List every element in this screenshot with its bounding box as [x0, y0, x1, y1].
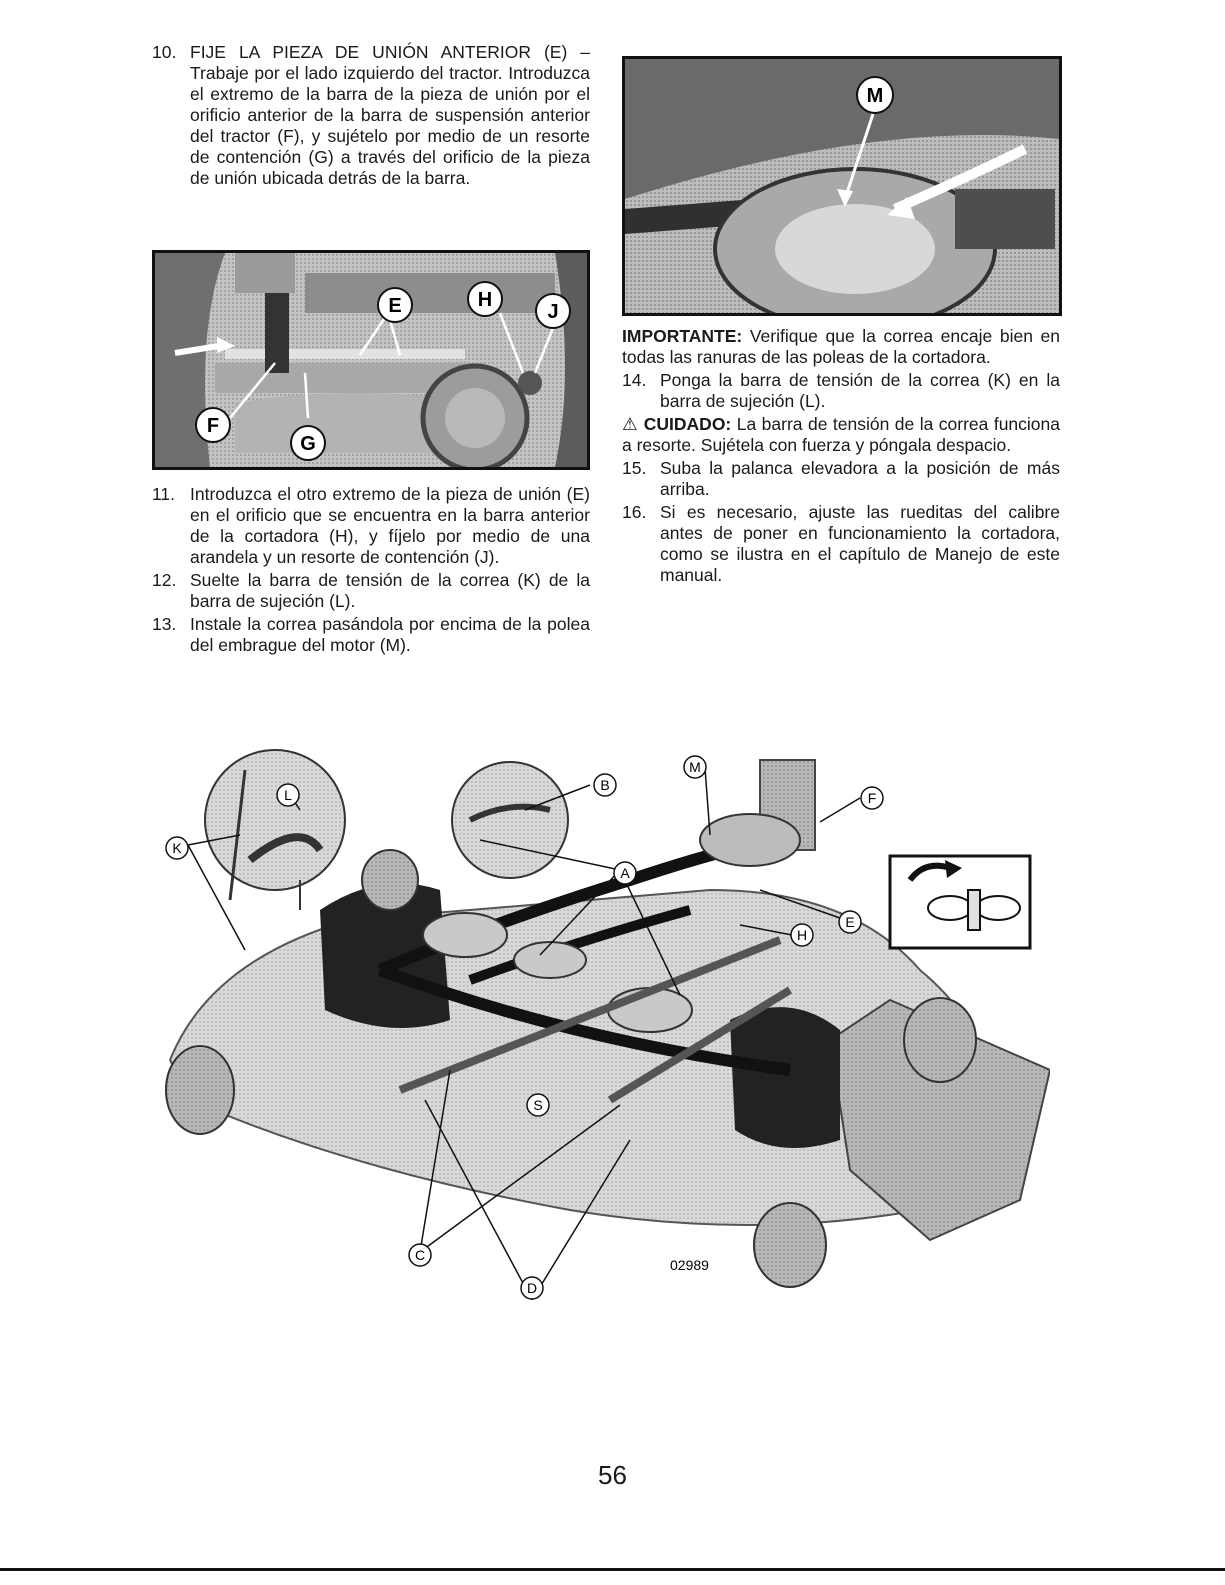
step-12: 12.Suelte la barra de tensión de la corr…	[152, 570, 590, 611]
figure-number: 02989	[670, 1257, 709, 1273]
svg-text:H: H	[797, 927, 807, 943]
svg-text:E: E	[388, 295, 401, 317]
step-10: 10.FIJE LA PIEZA DE UNIÓN ANTERIOR (E) –…	[152, 42, 590, 188]
diagram-callout-s: S	[526, 1093, 550, 1117]
page-number: 56	[598, 1460, 627, 1490]
svg-text:F: F	[207, 415, 219, 437]
photo-front-link-installation: E H J F G	[152, 250, 590, 470]
step-14: 14.Ponga la barra de tensión de la corre…	[622, 370, 1060, 411]
step-15: 15.Suba la palanca elevadora a la posici…	[622, 458, 1060, 499]
callout-f: F	[195, 407, 231, 443]
bottom-rule	[0, 1568, 1225, 1571]
diagram-callout-b: B	[593, 773, 617, 797]
svg-text:E: E	[845, 914, 854, 930]
svg-text:G: G	[300, 433, 316, 455]
diagram-callout-e: E	[838, 910, 862, 934]
svg-text:J: J	[547, 301, 558, 323]
svg-text:M: M	[689, 759, 701, 775]
callout-m-photo: M	[856, 76, 894, 114]
svg-text:C: C	[415, 1247, 425, 1263]
step-11: 11.Introduzca el otro extremo de la piez…	[152, 484, 590, 567]
right-column: IMPORTANTE: Verifique que la correa enca…	[622, 326, 1060, 588]
diagram-callout-l: L	[276, 783, 300, 807]
svg-text:M: M	[867, 85, 884, 107]
callout-h: H	[467, 281, 503, 317]
callout-j: J	[535, 293, 571, 329]
diagram-callout-d: D	[520, 1276, 544, 1300]
svg-text:H: H	[478, 289, 492, 311]
mower-deck-diagram: M B F L K A E H	[150, 740, 1050, 1300]
diagram-callout-c: C	[408, 1243, 432, 1267]
step-16: 16.Si es necesario, ajuste las rueditas …	[622, 502, 1060, 585]
photo-engine-clutch-pulley: M	[622, 56, 1062, 316]
step-13: 13.Instale la correa pasándola por encim…	[152, 614, 590, 655]
svg-text:S: S	[533, 1097, 542, 1113]
svg-text:D: D	[527, 1280, 537, 1296]
callout-g: G	[290, 425, 326, 461]
svg-text:A: A	[620, 865, 630, 881]
diagram-callout-k: K	[165, 836, 189, 860]
svg-text:K: K	[172, 840, 182, 856]
diagram-callout-f: F	[860, 786, 884, 810]
caution-icon: ⚠	[622, 414, 639, 434]
left-column: 10.FIJE LA PIEZA DE UNIÓN ANTERIOR (E) –…	[152, 42, 590, 191]
diagram-callout-a: A	[613, 861, 637, 885]
important-note: IMPORTANTE: Verifique que la correa enca…	[622, 326, 1060, 367]
svg-text:L: L	[284, 787, 292, 803]
svg-text:B: B	[600, 777, 609, 793]
caution-note: ⚠ CUIDADO: La barra de tensión de la cor…	[622, 414, 1060, 455]
svg-text:F: F	[868, 790, 877, 806]
left-column-lower: 11.Introduzca el otro extremo de la piez…	[152, 484, 590, 658]
diagram-callout-m: M	[683, 755, 707, 779]
callout-e: E	[377, 287, 413, 323]
diagram-callout-h: H	[790, 923, 814, 947]
